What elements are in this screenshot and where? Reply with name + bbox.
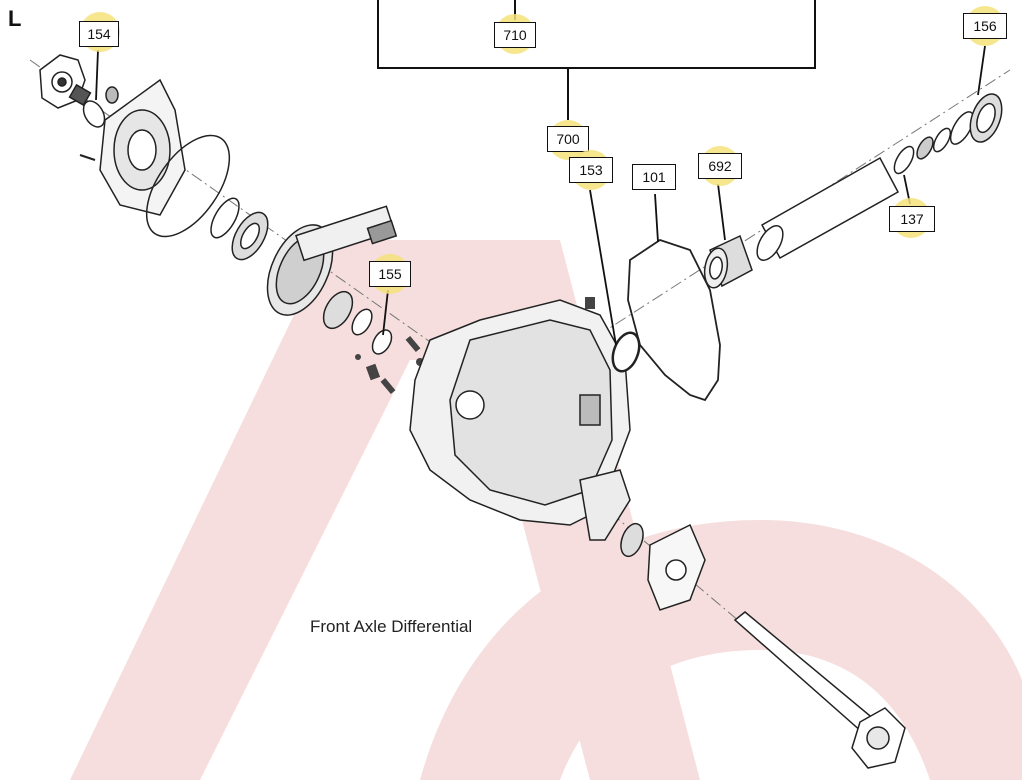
callout-101[interactable]: 101 <box>632 164 676 190</box>
callout-154[interactable]: 154 <box>79 21 119 47</box>
lower-drive-shaft <box>733 611 906 769</box>
callout-155[interactable]: 155 <box>369 261 411 287</box>
right-output-seal <box>969 93 1003 143</box>
callout-700[interactable]: 700 <box>547 126 589 152</box>
left-bearing <box>231 211 269 261</box>
differential-case <box>409 299 631 541</box>
callout-137[interactable]: 137 <box>889 206 935 232</box>
case-seal <box>611 331 641 373</box>
right-axle-tube <box>756 156 900 261</box>
o-ring <box>145 134 231 238</box>
callout-153[interactable]: 153 <box>569 157 613 183</box>
callout-692[interactable]: 692 <box>698 153 742 179</box>
cover-gasket <box>627 239 721 402</box>
assembly-bracket-710 <box>377 0 816 120</box>
ring-gear <box>266 205 398 316</box>
lower-bearing-and-plate <box>620 522 706 611</box>
diagram-caption: Front Axle Differential <box>310 617 473 636</box>
callout-156[interactable]: 156 <box>963 13 1007 39</box>
leader-lines <box>95 45 986 346</box>
left-output-flange <box>39 54 119 128</box>
bearing-692-part <box>703 234 753 289</box>
callout-710[interactable]: 710 <box>494 22 536 48</box>
small-fasteners <box>355 297 595 395</box>
pinion-bearings <box>322 290 393 355</box>
left-differential-cover <box>79 78 186 216</box>
right-seal-rings <box>893 111 975 175</box>
view-letter: L <box>8 6 22 31</box>
snap-ring-left <box>210 197 240 239</box>
